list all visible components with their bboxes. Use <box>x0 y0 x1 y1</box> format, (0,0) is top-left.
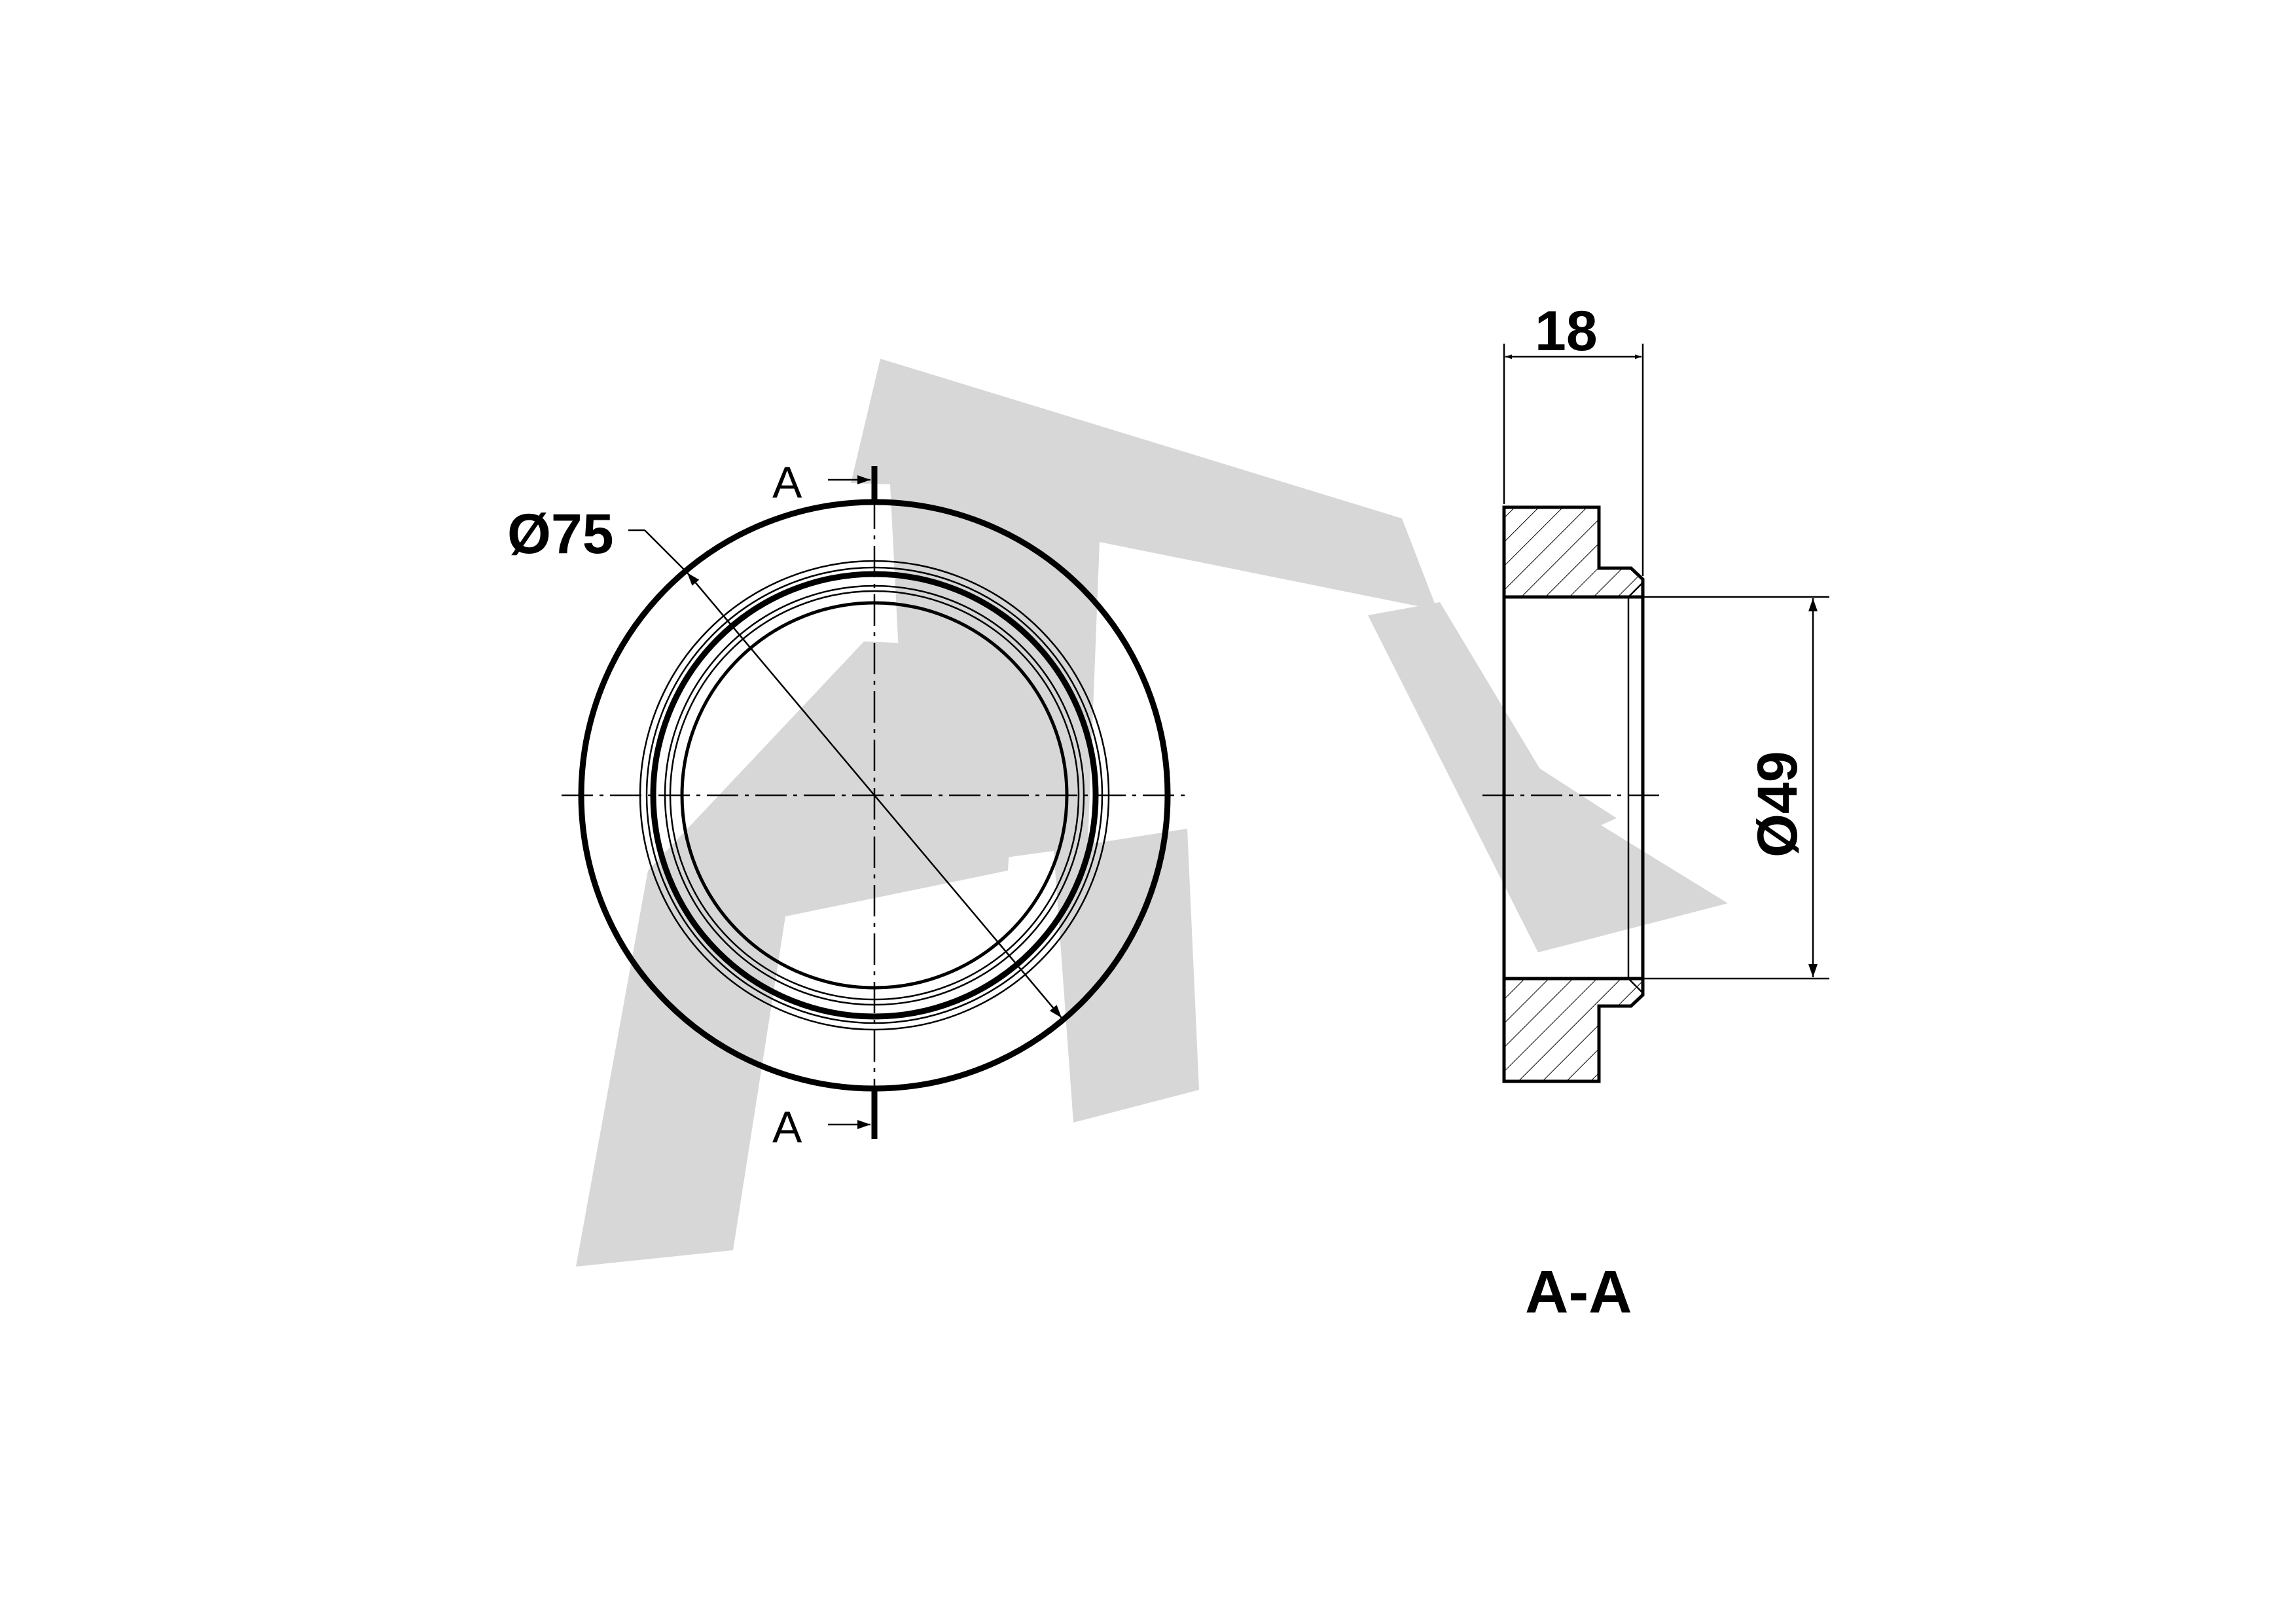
section-outline <box>1502 505 1645 1083</box>
section-mark-bottom: A <box>772 1102 802 1152</box>
diameter-label: Ø75 <box>507 503 614 566</box>
section-mark-top: A <box>772 458 802 507</box>
section-title: A-A <box>1525 1259 1632 1325</box>
diameter-dimension-line <box>687 572 1062 1018</box>
diameter-extension <box>644 530 688 573</box>
width-label: 18 <box>1535 300 1598 363</box>
section-view: 18 Ø49 A-A <box>1482 300 1829 1325</box>
bore-label: Ø49 <box>1746 751 1809 857</box>
chamfer-bottom <box>1628 978 1643 994</box>
chamfer-top <box>1628 582 1643 598</box>
watermark-logo <box>576 359 1728 1267</box>
section-hatch-bottom <box>1504 979 1643 1081</box>
section-hatch-top <box>1504 507 1643 597</box>
front-view: A A Ø75 <box>507 458 1186 1152</box>
